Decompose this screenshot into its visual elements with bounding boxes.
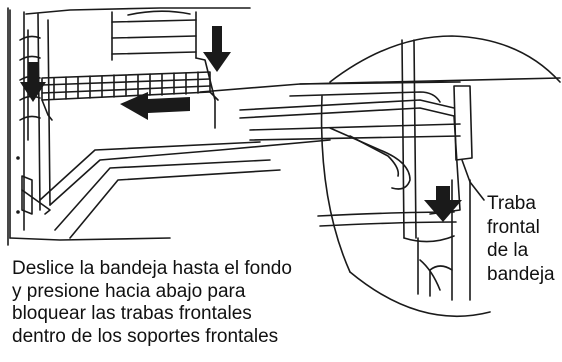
instruction-line-2: y presione hacia abajo para [12,280,246,302]
callout-line-3: de la [487,240,529,261]
instruction-line-1: Deslice la bandeja hasta el fondo [12,258,292,279]
oven-cavity [7,7,331,246]
oven-rack [41,71,219,121]
oven-screws [16,156,20,214]
front-lock-detail [239,85,473,227]
front-lock-callout: Traba frontal de la bandeja [487,192,562,286]
detail-support-posts [401,39,471,301]
callout-line-1: Traba [487,193,536,214]
instruction-line-3: bloquear las trabas frontales [12,303,252,324]
callout-line-4: bandeja [487,263,555,285]
press-down-arrow-right [203,26,231,72]
press-down-arrow-detail [424,186,462,222]
slide-arrow [120,92,190,120]
press-down-arrow-left [20,62,46,102]
callout-line-2: frontal [487,216,540,238]
instruction-text: Deslice la bandeja hasta el fondo y pres… [12,258,342,348]
callout-leader [469,181,485,201]
instruction-line-4: dentro de los soportes frontales [12,325,279,347]
oven-door-frame [21,141,281,239]
detail-magnifier [199,35,561,318]
